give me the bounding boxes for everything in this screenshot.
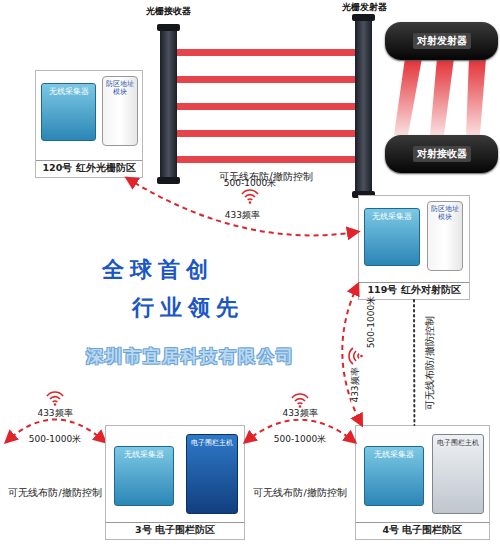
edge-label: 433频率 <box>223 211 262 221</box>
sensor-device: 对射发射器 <box>385 22 498 60</box>
zone-panel: 120号 红外光栅防区 无线采集器防区地址模块 <box>35 70 143 178</box>
edge-label: 可无线布防/撤防控制 <box>424 314 435 411</box>
fence-host: 电子围栏主机 <box>186 434 238 514</box>
wireless-collector: 无线采集器 <box>364 208 420 266</box>
node-text: 无线采集器 <box>365 447 423 460</box>
sensor-device: 对射接收器 <box>385 135 498 173</box>
edge-label: 433频率 <box>280 409 319 419</box>
wireless-collector: 无线采集器 <box>364 446 424 506</box>
node-text: 无线采集器 <box>115 447 173 460</box>
slogan: 全球首创 <box>102 258 214 282</box>
watermark: 深圳市宜居科技有限公司 <box>86 347 295 366</box>
wireless-collector: 无线采集器 <box>41 83 96 141</box>
wifi-icon <box>47 392 63 406</box>
node-text: 对射接收器 <box>413 146 471 162</box>
zone-panel: 119号 红外对射防区 无线采集器防区地址模块 <box>358 195 470 300</box>
wireless-collector: 无线采集器 <box>114 446 174 506</box>
zone-caption: 4号 电子围栏防区 <box>356 522 489 537</box>
zone-caption: 119号 红外对射防区 <box>359 282 469 297</box>
node-text: 无线采集器 <box>365 209 419 222</box>
zone-panel: 3号 电子围栏防区 无线采集器 电子围栏主机 <box>105 425 245 540</box>
wifi-icon <box>349 348 363 364</box>
slogan: 行业领先 <box>132 296 244 320</box>
signal-arc <box>127 178 358 235</box>
note-label: 500-1000米 <box>274 435 326 445</box>
address-module: 防区地址模块 <box>427 201 463 271</box>
grating-beams <box>176 49 356 163</box>
edge-label: 433频率 <box>351 365 361 404</box>
node-text: 对射发射器 <box>413 33 471 49</box>
signal-arc <box>342 284 361 425</box>
note-label: 500-1000米 <box>29 435 81 445</box>
note-label: 光栅接收器 <box>146 7 191 17</box>
zone-caption: 3号 电子围栏防区 <box>106 522 244 537</box>
address-module: 防区地址模块 <box>102 76 138 146</box>
node-text: 防区地址模块 <box>103 77 137 96</box>
node-text: 电子围栏主机 <box>187 435 237 448</box>
beam-wedges <box>394 58 486 135</box>
note-label: 500-1000米 <box>367 296 377 348</box>
wifi-icon <box>292 394 308 408</box>
dotted-link <box>413 300 415 425</box>
node-text: 电子围栏主机 <box>433 435 483 448</box>
grating-posts <box>157 14 375 198</box>
note-label: 可无线布防/撤防控制 <box>8 488 101 498</box>
note-label: 500-1000米 <box>224 179 276 189</box>
note-label: 光栅发射器 <box>342 3 387 13</box>
node-text: 防区地址模块 <box>428 202 462 221</box>
zone-caption: 120号 红外光栅防区 <box>36 160 142 175</box>
wifi-icon <box>242 190 258 204</box>
note-label: 可无线布防/撤防控制 <box>253 488 346 498</box>
zone-panel: 4号 电子围栏防区 无线采集器电子围栏主机 <box>355 425 490 540</box>
fence-host: 电子围栏主机 <box>432 434 484 514</box>
node-text: 无线采集器 <box>42 84 95 97</box>
note-label: 433频率 <box>37 409 72 419</box>
